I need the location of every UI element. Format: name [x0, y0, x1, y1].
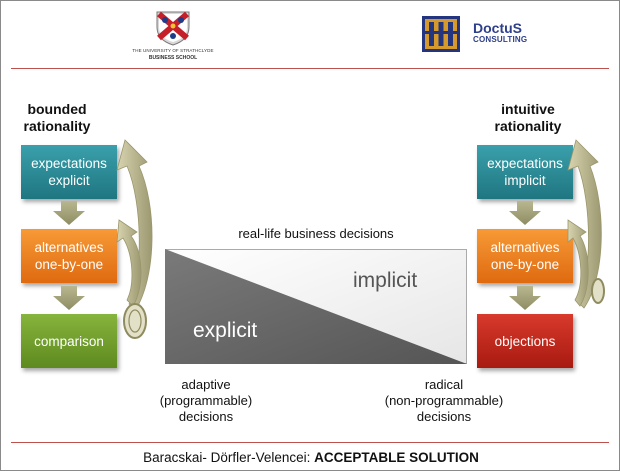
- doctus-name: DoctuS: [473, 20, 522, 36]
- left-comparison-box: comparison: [21, 314, 117, 368]
- radical-line3: decisions: [416, 409, 472, 424]
- left-alternatives-box: alternatives one-by-one: [21, 229, 117, 283]
- doctus-subtitle: CONSULTING: [473, 35, 528, 44]
- right-box1-line1: expectations: [487, 156, 563, 171]
- footer-authors: Baracskai- Dörfler-Velencei:: [143, 450, 315, 465]
- decision-triangle: implicit explicit: [165, 249, 467, 364]
- strathclyde-logo: THE UNIVERSITY OF STRATHCLYDE BUSINESS S…: [131, 9, 215, 65]
- left-box3-label: comparison: [34, 333, 104, 349]
- ring-icon: [591, 278, 605, 304]
- down-arrow-icon: [509, 201, 541, 225]
- university-name: THE UNIVERSITY OF STRATHCLYDE: [132, 48, 214, 53]
- left-box2-line1: alternatives: [34, 240, 104, 255]
- adaptive-line3: decisions: [178, 409, 234, 424]
- left-heading-line2: rationality: [23, 118, 91, 134]
- right-alternatives-box: alternatives one-by-one: [477, 229, 573, 283]
- left-box2-line2: one-by-one: [34, 257, 104, 272]
- crest-icon: [156, 11, 190, 46]
- right-expectations-box: expectations implicit: [477, 145, 573, 199]
- business-school-name: BUSINESS SCHOOL: [148, 55, 198, 61]
- right-heading-line2: rationality: [494, 118, 562, 134]
- right-objections-box: objections: [477, 314, 573, 368]
- triangle-graphic: [165, 249, 467, 364]
- adaptive-line1: adaptive: [181, 377, 231, 392]
- doctus-wordmark: DoctuS CONSULTING: [473, 21, 527, 44]
- left-heading: bounded rationality: [17, 101, 97, 135]
- right-box1-line2: implicit: [504, 173, 546, 188]
- feedback-arrow-icon: [567, 139, 602, 309]
- left-box1-line2: explicit: [48, 173, 90, 188]
- implicit-label: implicit: [353, 269, 418, 292]
- left-box1-line1: expectations: [31, 156, 107, 171]
- adaptive-line2: (programmable): [159, 393, 253, 408]
- radical-line2: (non-programmable): [384, 393, 504, 408]
- right-heading: intuitive rationality: [483, 101, 573, 135]
- radical-line1: radical: [424, 377, 464, 392]
- down-arrow-icon: [53, 286, 85, 310]
- center-top-label: real-life business decisions: [238, 226, 394, 241]
- doctus-emblem-icon: [422, 16, 460, 52]
- explicit-label: explicit: [193, 319, 258, 342]
- footer-title: ACCEPTABLE SOLUTION: [314, 450, 479, 465]
- right-heading-line1: intuitive: [501, 101, 555, 117]
- adaptive-caption: adaptive (programmable) decisions: [151, 377, 261, 425]
- footer-rule: [11, 442, 609, 443]
- down-arrow-icon: [509, 286, 541, 310]
- doctus-logo: DoctuS CONSULTING: [421, 15, 551, 53]
- right-box3-label: objections: [494, 333, 556, 349]
- right-box2-line2: one-by-one: [490, 257, 560, 272]
- radical-caption: radical (non-programmable) decisions: [369, 377, 519, 425]
- right-box2-line1: alternatives: [490, 240, 560, 255]
- down-arrow-icon: [53, 201, 85, 225]
- left-heading-line1: bounded: [27, 101, 87, 117]
- header-rule: [11, 68, 609, 69]
- footer: Baracskai- Dörfler-Velencei: ACCEPTABLE …: [1, 450, 620, 465]
- left-expectations-box: expectations explicit: [21, 145, 117, 199]
- feedback-arrow-icon: [116, 139, 153, 339]
